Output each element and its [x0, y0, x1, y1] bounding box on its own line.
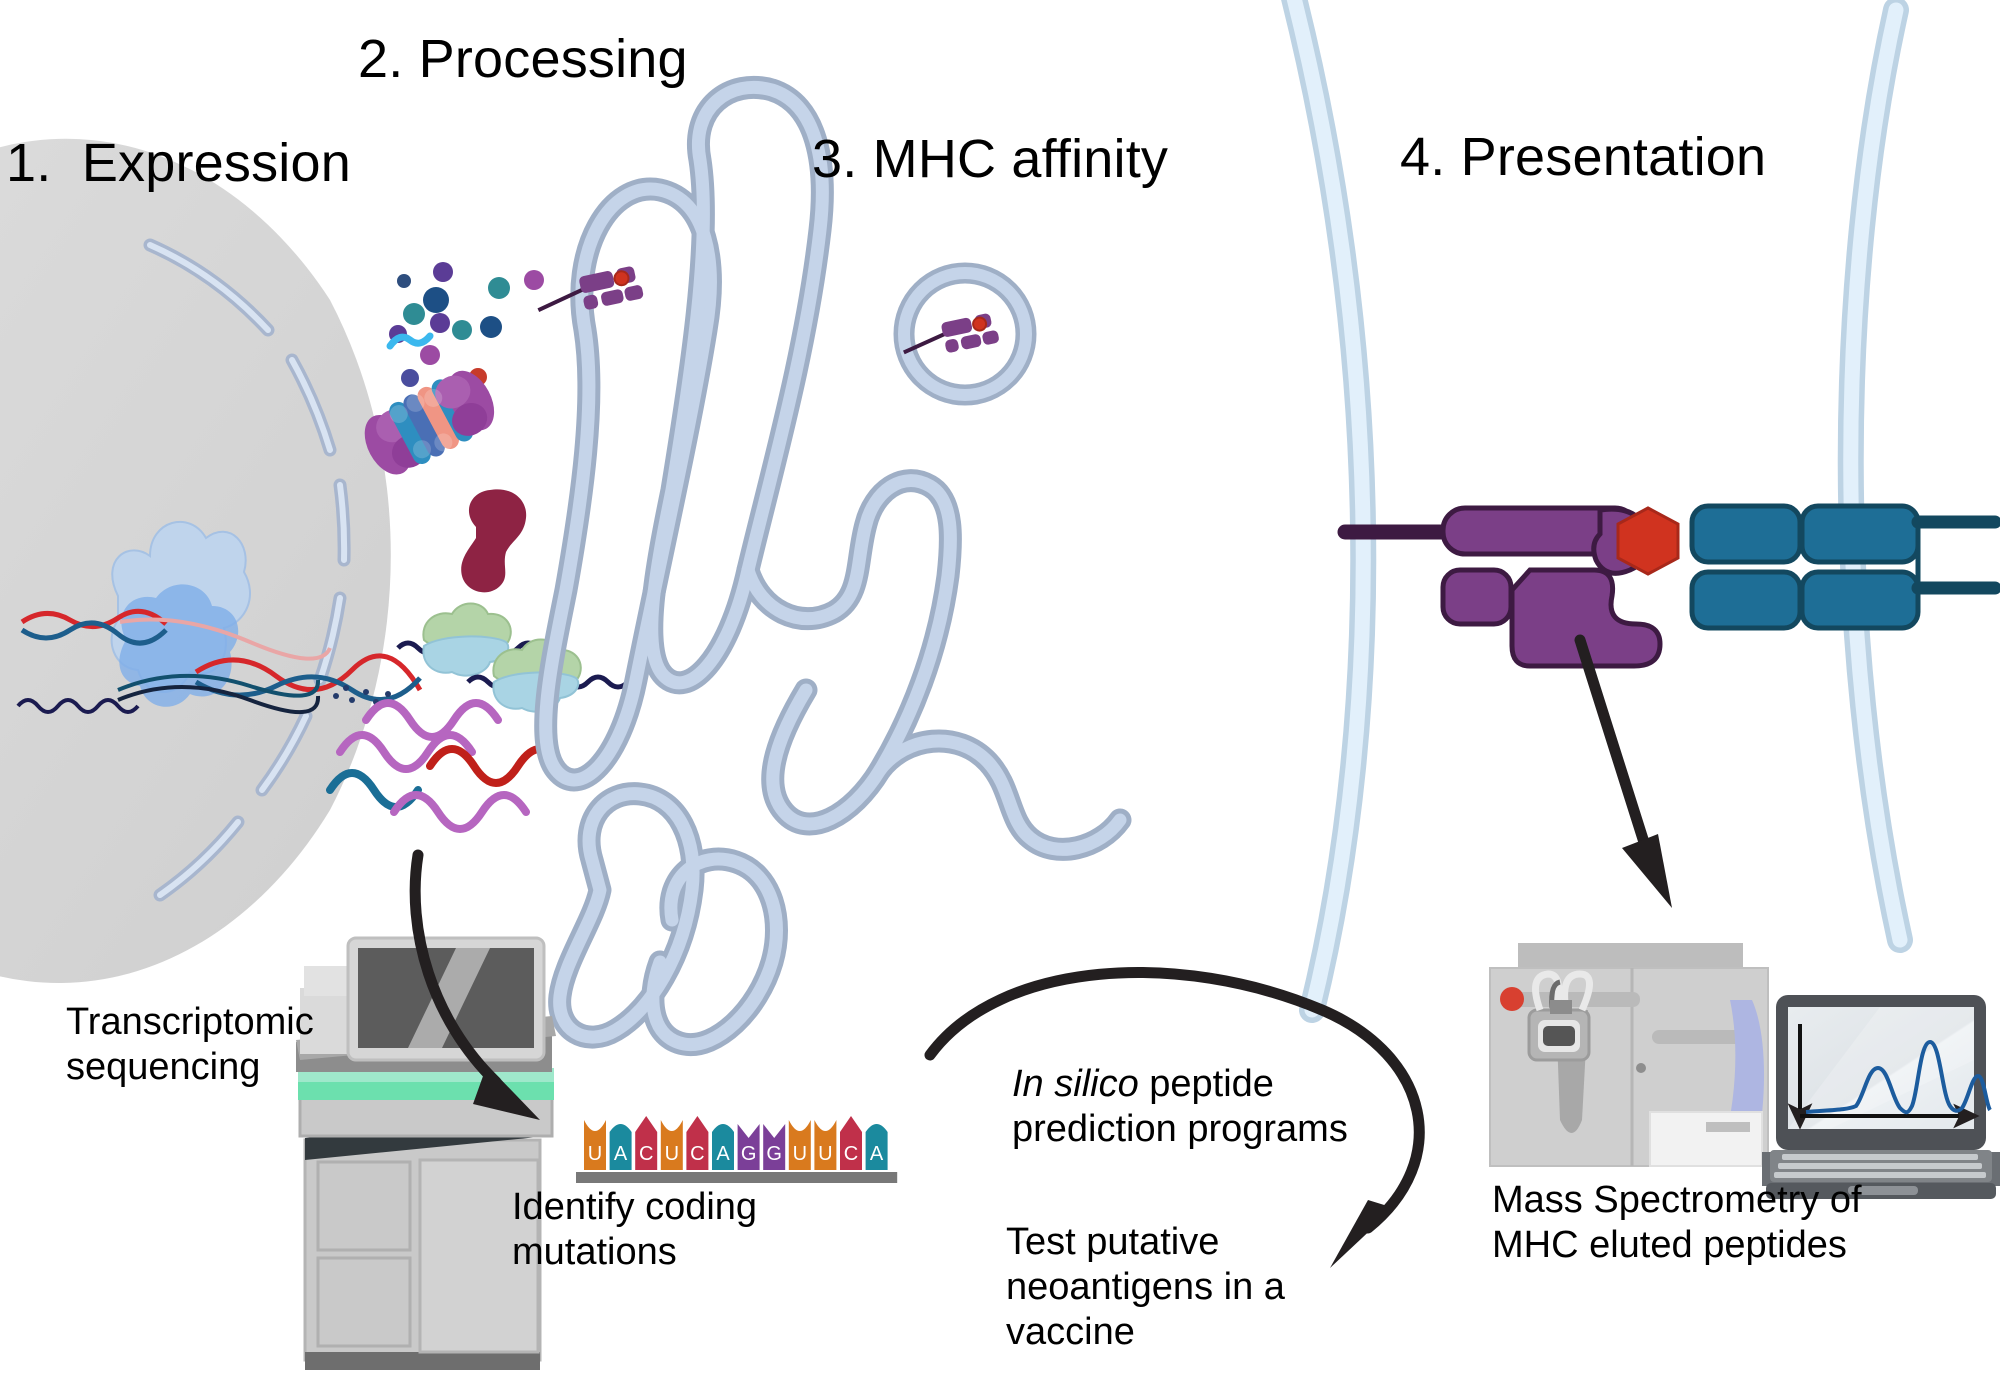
rna-base-label: U: [665, 1143, 679, 1165]
in-silico-rest: peptide prediction programs: [1012, 1063, 1348, 1150]
rna-base-u: [788, 1120, 811, 1170]
mhc-peptide-complex-icon: [903, 313, 999, 355]
caption-in-silico-prediction: In silico peptide prediction programs: [1012, 1062, 1432, 1152]
dna-sequencer-icon: [296, 936, 556, 1370]
rna-base-label: C: [639, 1143, 653, 1165]
rna-base-label: U: [793, 1143, 807, 1165]
rna-base-u: [660, 1120, 683, 1170]
rna-base-c: [840, 1116, 862, 1170]
proteasome-icon: [364, 370, 495, 475]
rna-base-label: C: [844, 1143, 858, 1165]
rna-base-label: A: [614, 1143, 628, 1165]
rna-polymerase-icon: [16, 520, 423, 714]
curved-arrow-to-vaccine-icon: [924, 967, 1425, 1268]
rna-base-label: U: [588, 1143, 602, 1165]
rna-base-a: [609, 1124, 632, 1170]
caption-transcriptomic-sequencing: Transcriptomic sequencing: [66, 1001, 314, 1088]
rna-base-u: [584, 1120, 606, 1170]
endoplasmic-reticulum-icon: [534, 75, 1132, 1057]
mhc-tcr-complex-icon: [1337, 503, 2000, 669]
rna-base-label: A: [716, 1143, 730, 1165]
rna-base-label: C: [690, 1143, 704, 1165]
caption-identify-coding-mutations: Identify coding mutations: [512, 1186, 758, 1273]
caption-test-putative-neoantigens: Test putative neoantigens in a vaccine: [1006, 1221, 1285, 1353]
step-title-expression: 1. Expression: [6, 133, 351, 193]
step-title-processing: 2. Processing: [358, 29, 688, 89]
rna-base-label: G: [766, 1143, 782, 1165]
rna-base-label: G: [741, 1143, 757, 1165]
mass-spectrometer-icon: [1489, 943, 1769, 1167]
rna-base-a: [712, 1124, 734, 1170]
mhc-peptide-complex-icon: [537, 266, 644, 313]
endoplasmic-reticulum-lumen: [539, 80, 1127, 1052]
folded-protein-icon: [461, 489, 527, 593]
rna-base-a: [865, 1124, 888, 1170]
curved-arrow-to-sequence-icon: [409, 849, 540, 1120]
arrow-to-mass-spec-icon: [1574, 634, 1672, 908]
step-title-presentation: 4. Presentation: [1400, 127, 1767, 187]
rna-base-c: [686, 1116, 709, 1170]
step-title-mhc-affinity: 3. MHC affinity: [812, 129, 1169, 189]
peptide-dots-group: [386, 262, 544, 387]
vesicle-icon: [893, 262, 1037, 406]
rna-base-c: [635, 1116, 658, 1170]
rna-base-u: [814, 1120, 837, 1170]
rna-base-label: U: [818, 1143, 832, 1165]
caption-mass-spectrometry: Mass Spectrometry of MHC eluted peptides: [1492, 1179, 1862, 1266]
rna-base-g: [763, 1124, 786, 1170]
rna-backbone-rail: [576, 1172, 898, 1183]
in-silico-italic: In silico: [1012, 1063, 1139, 1105]
laptop-spectrum-icon: [1762, 995, 2000, 1199]
cell-membrane-icon: [1281, 0, 1913, 1023]
rna-base-g: [737, 1124, 760, 1170]
rna-base-label: A: [870, 1143, 884, 1165]
